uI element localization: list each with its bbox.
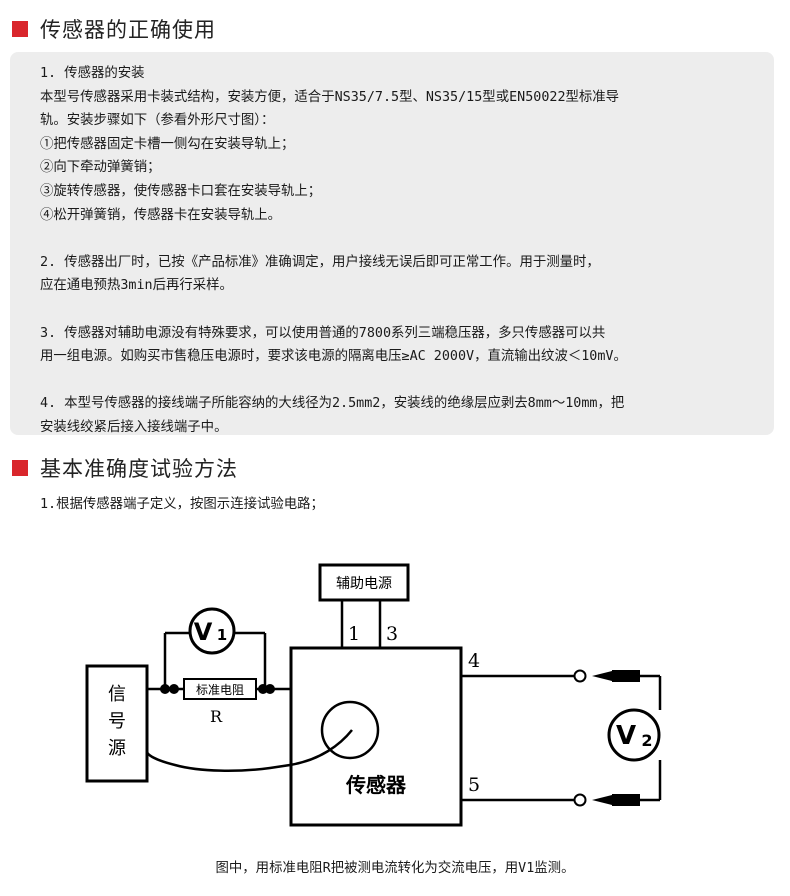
text-line: 3. 传感器对辅助电源没有特殊要求，可以使用普通的7800系列三端稳压器，多只传… bbox=[40, 325, 606, 341]
diagram-caption: 图中，用标准电阻R把被测电流转化为交流电压，用V1监测。 bbox=[215, 861, 575, 876]
probe-tip-top bbox=[592, 671, 612, 681]
paragraph-installation: 1. 传感器的安装 本型号传感器采用卡装式结构，安装方便，适合于NS35/7.5… bbox=[40, 62, 754, 227]
junction-dot bbox=[169, 684, 179, 694]
text-line: 应在通电预热3min后再行采样。 bbox=[40, 278, 233, 294]
instructions-panel: 1. 传感器的安装 本型号传感器采用卡装式结构，安装方便，适合于NS35/7.5… bbox=[10, 52, 774, 435]
text-line: 本型号传感器采用卡装式结构，安装方便，适合于NS35/7.5型、NS35/15型… bbox=[40, 89, 620, 105]
terminal-5-label: 5 bbox=[468, 774, 480, 796]
section-title: 基本准确度试验方法 bbox=[40, 457, 238, 481]
probe-tip-bottom bbox=[592, 795, 612, 805]
signal-source-char-3: 源 bbox=[108, 738, 126, 759]
sensor-aperture bbox=[320, 700, 380, 760]
terminal-1-label: 1 bbox=[348, 623, 360, 645]
aux-power-label: 辅助电源 bbox=[336, 576, 392, 592]
section-heading-usage: 传感器的正确使用 bbox=[12, 14, 216, 44]
terminal-post-5 bbox=[573, 793, 587, 807]
paragraph-calibration: 2. 传感器出厂时，已按《产品标准》准确调定，用户接线无误后即可正常工作。用于测… bbox=[40, 251, 754, 298]
section-title: 传感器的正确使用 bbox=[40, 18, 216, 42]
junction-dot bbox=[265, 684, 275, 694]
text-line: ④松开弹簧销，传感器卡在安装导轨上。 bbox=[40, 207, 282, 223]
signal-source-char-2: 号 bbox=[108, 711, 126, 732]
text-line: 用一组电源。如购买市售稳压电源时，要求该电源的隔离电压≥AC 2000V，直流输… bbox=[40, 349, 627, 365]
v2-label: V bbox=[616, 721, 636, 751]
v1-subscript: 1 bbox=[217, 626, 227, 644]
paragraph-wiring: 4. 本型号传感器的接线端子所能容纳的大线径为2.5mm2，安装线的绝缘层应剥去… bbox=[40, 392, 754, 439]
resistor-label: 标准电阻 bbox=[196, 683, 244, 697]
junction-dot bbox=[160, 684, 170, 694]
text-line: ②向下牵动弹簧销； bbox=[40, 160, 161, 176]
resistor-symbol: R bbox=[210, 707, 223, 726]
text-line: 1. 传感器的安装 bbox=[40, 66, 145, 81]
step-text: 1.根据传感器端子定义，按图示连接试验电路； bbox=[40, 497, 324, 512]
junction-dot bbox=[258, 684, 268, 694]
sensor-box bbox=[289, 646, 463, 827]
voltmeter-v2 bbox=[607, 708, 661, 762]
signal-source-char-1: 信 bbox=[108, 684, 126, 705]
section-marker bbox=[12, 460, 28, 476]
voltmeter-v1 bbox=[188, 607, 236, 655]
terminal-3-label: 3 bbox=[386, 623, 398, 645]
sensor-label: 传感器 bbox=[345, 773, 407, 797]
test-circuit-diagram: 辅助电源 信 号 源 标准电阻 传感器 V 1 V 2 R 1 3 4 5 bbox=[85, 563, 662, 827]
probe-body-top bbox=[612, 670, 640, 682]
v1-label: V bbox=[194, 618, 213, 646]
text-line: 安装线绞紧后接入接线端子中。 bbox=[40, 419, 228, 435]
text-line: 4. 本型号传感器的接线端子所能容纳的大线径为2.5mm2，安装线的绝缘层应剥去… bbox=[40, 396, 625, 412]
text-line: 轨。安装步骤如下（参看外形尺寸图）： bbox=[40, 113, 275, 129]
text-line: ③旋转传感器，使传感器卡口套在安装导轨上； bbox=[40, 183, 322, 199]
terminal-4-label: 4 bbox=[468, 650, 480, 672]
text-line: ①把传感器固定卡槽一侧勾在安装导轨上； bbox=[40, 136, 295, 152]
paragraph-power: 3. 传感器对辅助电源没有特殊要求，可以使用普通的7800系列三端稳压器，多只传… bbox=[40, 322, 754, 369]
v2-subscript: 2 bbox=[641, 731, 652, 750]
wire-through-sensor bbox=[145, 729, 353, 772]
terminal-post-4 bbox=[573, 669, 587, 683]
probe-body-bottom bbox=[612, 794, 640, 806]
section-marker bbox=[12, 21, 28, 37]
signal-source-box bbox=[85, 664, 149, 783]
aux-power-box bbox=[318, 563, 410, 602]
text-line: 2. 传感器出厂时，已按《产品标准》准确调定，用户接线无误后即可正常工作。用于测… bbox=[40, 254, 600, 270]
section-heading-test-method: 基本准确度试验方法 bbox=[12, 453, 238, 483]
